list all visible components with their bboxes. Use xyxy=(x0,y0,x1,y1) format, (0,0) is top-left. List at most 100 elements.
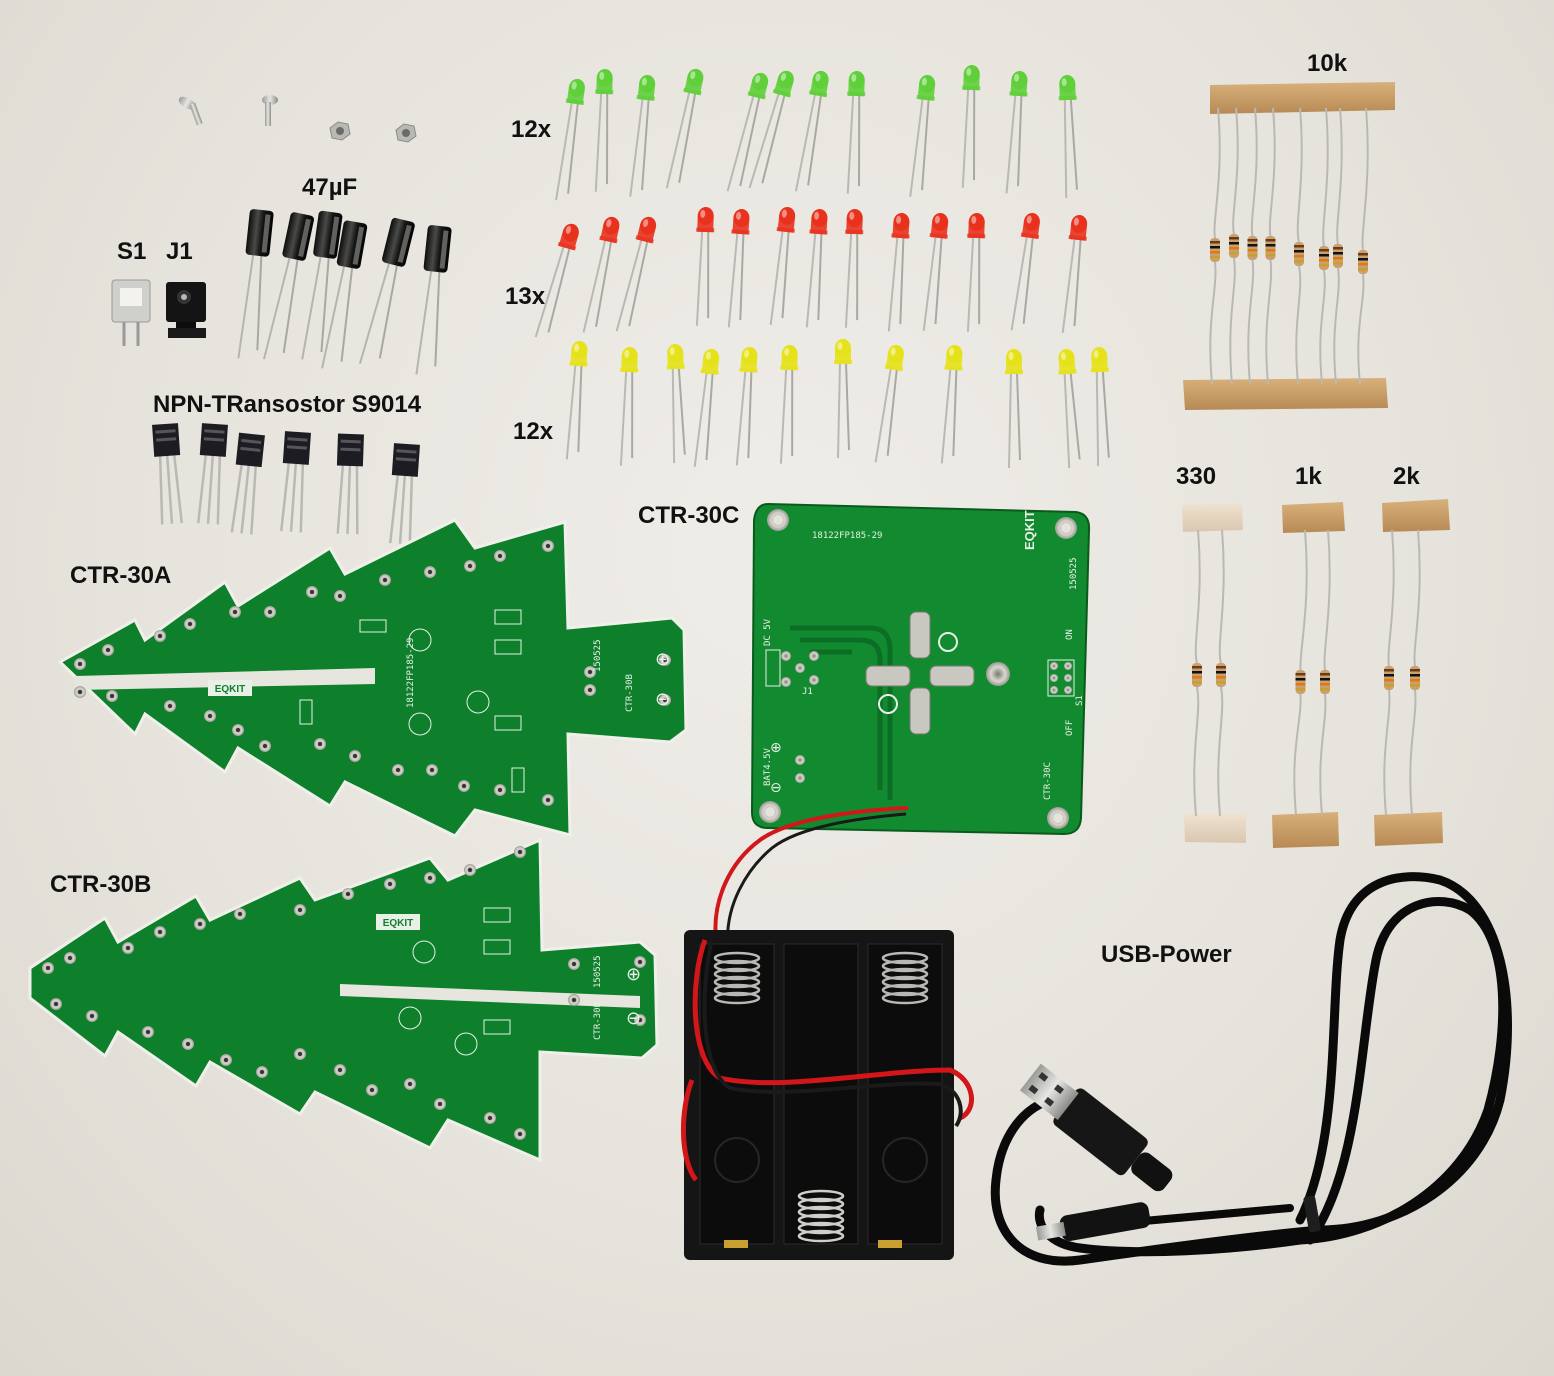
capacitor xyxy=(301,210,343,360)
led xyxy=(555,78,585,201)
resistor xyxy=(1192,529,1202,817)
pcb-a-code: 18122FP185-29 xyxy=(406,638,416,708)
pcb-c-brand: EQKIT xyxy=(1022,510,1037,550)
capacitors-47uf xyxy=(237,209,452,375)
capacitor xyxy=(321,220,368,369)
led xyxy=(695,206,715,326)
dc-jack-j1 xyxy=(166,282,206,338)
label-ctr-30c: CTR-30C xyxy=(638,502,740,529)
led xyxy=(794,70,829,192)
pcb-c-bat: BAT4.5V xyxy=(763,747,773,786)
led xyxy=(582,216,620,333)
led xyxy=(1090,346,1110,467)
label-47uf: 47µF xyxy=(302,174,358,201)
pcb-b-brand: EQKIT xyxy=(383,918,414,929)
nut-1 xyxy=(329,121,351,141)
led xyxy=(735,346,758,466)
resistor xyxy=(1209,107,1221,385)
pcb-a-label: CTR-30B xyxy=(625,674,635,712)
led-red-row xyxy=(534,206,1088,338)
pcb-ctr-30b: EQKIT CTR-30B 150525 ⊕ ⊖ xyxy=(28,837,659,1163)
led xyxy=(922,212,949,331)
led xyxy=(961,64,981,188)
pcb-c-label: CTR-30C xyxy=(1043,762,1053,800)
pcb-c-code: 18122FP185-29 xyxy=(812,531,882,541)
resistors-1k xyxy=(1272,502,1345,848)
pcb-b-date: 150525 xyxy=(593,955,603,988)
led xyxy=(909,74,936,197)
led xyxy=(726,72,769,192)
label-green-count: 12x xyxy=(511,116,552,143)
transistor xyxy=(336,433,364,535)
resistor xyxy=(1319,529,1331,816)
label-2k: 2k xyxy=(1393,463,1420,490)
capacitor xyxy=(358,217,415,364)
resistor xyxy=(1383,529,1395,816)
usb-cable xyxy=(990,872,1512,1266)
pcb-a-minus: ⊖ xyxy=(655,689,670,710)
transistor xyxy=(230,432,265,535)
led xyxy=(1061,214,1088,333)
led xyxy=(565,340,588,460)
transistor xyxy=(152,423,183,525)
led xyxy=(805,208,828,328)
pcb-b-plus: ⊕ xyxy=(626,964,641,985)
resistor xyxy=(1319,107,1329,385)
capacitor xyxy=(415,225,452,375)
resistors-10k xyxy=(1183,82,1395,410)
pcb-a-plus: ⊕ xyxy=(655,649,670,670)
screw-2 xyxy=(262,95,278,126)
usb-a-plug xyxy=(1019,1063,1173,1192)
resistor xyxy=(1293,529,1308,816)
led xyxy=(966,212,986,332)
dc-barrel-plug xyxy=(1035,1202,1151,1241)
led-yellow-row xyxy=(565,339,1110,469)
label-ctr-30b: CTR-30B xyxy=(50,871,152,898)
resistor xyxy=(1333,107,1343,385)
label-ctr-30a: CTR-30A xyxy=(70,562,172,589)
pcb-c-minus: ⊖ xyxy=(770,780,782,796)
led xyxy=(779,344,799,464)
pcb-a-brand: EQKIT xyxy=(215,684,246,695)
pcb-c-off: OFF xyxy=(1065,720,1075,736)
switch-s1 xyxy=(111,279,151,346)
resistor xyxy=(1357,107,1369,385)
label-330: 330 xyxy=(1176,463,1217,490)
transistors-s9014 xyxy=(152,423,420,545)
pcb-c-plus: ⊕ xyxy=(770,740,782,756)
resistor xyxy=(1216,529,1226,817)
led xyxy=(619,346,639,466)
resistors-330 xyxy=(1182,503,1246,843)
led xyxy=(615,216,657,332)
led xyxy=(844,208,864,328)
label-j1: J1 xyxy=(166,238,193,265)
red-wire-top xyxy=(713,806,909,941)
led xyxy=(887,212,910,332)
transistor xyxy=(389,443,420,545)
label-red-count: 13x xyxy=(505,283,546,310)
pcb-c-on: ON xyxy=(1065,629,1075,640)
pcb-a-date: 150525 xyxy=(593,639,603,672)
pcb-b-label: CTR-30B xyxy=(593,1002,603,1040)
resistor xyxy=(1294,107,1304,385)
transistor xyxy=(280,431,311,533)
led xyxy=(834,339,852,459)
led xyxy=(940,344,963,464)
led xyxy=(1005,70,1028,194)
transistor xyxy=(197,423,228,525)
label-yellow-count: 12x xyxy=(513,418,554,445)
led-green-row xyxy=(555,64,1078,201)
led xyxy=(534,223,579,338)
led xyxy=(1058,74,1078,199)
led xyxy=(594,68,614,192)
label-s1: S1 xyxy=(117,238,147,265)
capacitor xyxy=(237,209,274,359)
battery-holder xyxy=(684,930,954,1260)
led xyxy=(1058,348,1081,469)
label-1k: 1k xyxy=(1295,463,1322,490)
led xyxy=(748,70,794,189)
resistor xyxy=(1265,107,1276,385)
label-transistor: NPN-TRansostor S9014 xyxy=(153,391,422,418)
